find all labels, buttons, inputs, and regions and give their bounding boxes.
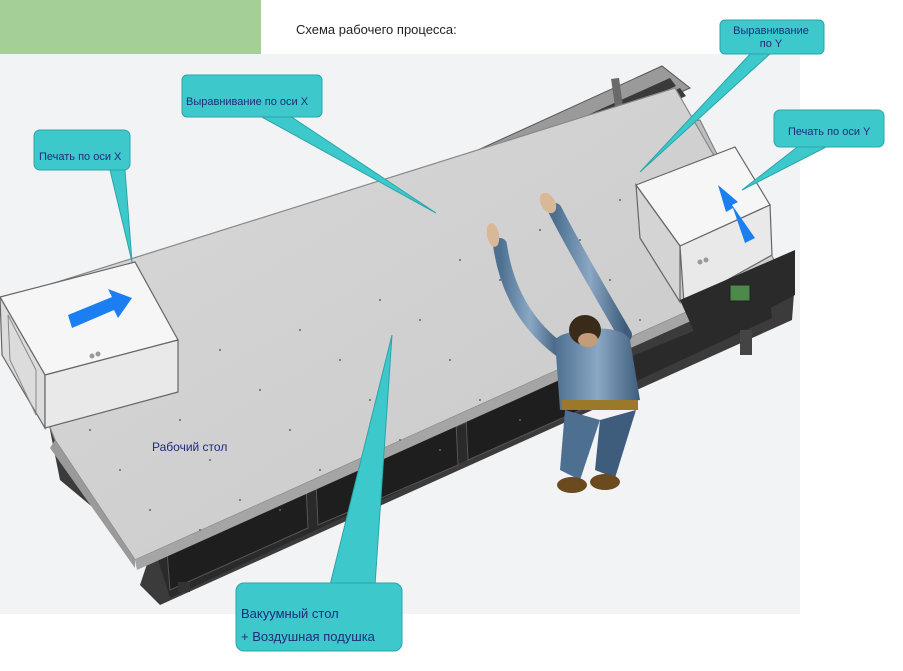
indicator-dot [95, 351, 101, 357]
y-direction-arrow-icon [718, 185, 755, 243]
indicator-dot [703, 257, 709, 263]
callout-vacuum-line2: + Воздушная подушка [241, 629, 375, 644]
indicator-dot [697, 259, 703, 265]
work-table-edge [50, 440, 135, 568]
indicator-dot [89, 353, 95, 359]
machine-foot [740, 330, 752, 355]
callout-y-align-line2: по Y [759, 38, 783, 50]
x-print-head-front [44, 339, 179, 429]
machine-foot [178, 582, 190, 592]
callout-y-print-text: Печать по оси Y [788, 126, 871, 138]
callout-x-print-text: Печать по оси X [39, 151, 122, 163]
callout-y-align-text: Выравнивание по Y [721, 25, 821, 51]
callout-x-align-text: Выравнивание по оси X [186, 96, 309, 108]
callout-y-print [741, 109, 885, 191]
callout-y-align [639, 19, 825, 173]
callout-x-print [33, 129, 133, 263]
callout-vacuum [235, 334, 403, 652]
x-direction-arrow-icon [68, 289, 132, 328]
x-print-head-frame [7, 314, 37, 416]
worktable-label: Рабочий стол [152, 440, 228, 454]
callout-vacuum-text: Вакуумный стол + Воздушная подушка [241, 602, 375, 648]
y-print-head-side [635, 182, 681, 305]
operator-figure [486, 192, 640, 493]
control-board [729, 284, 751, 302]
callout-vacuum-line1: Вакуумный стол [241, 606, 339, 621]
diagram-title: Схема рабочего процесса: [296, 22, 457, 37]
callout-x-align [181, 74, 437, 214]
green-header-block [0, 0, 261, 54]
callout-y-align-line1: Выравнивание [733, 25, 809, 37]
